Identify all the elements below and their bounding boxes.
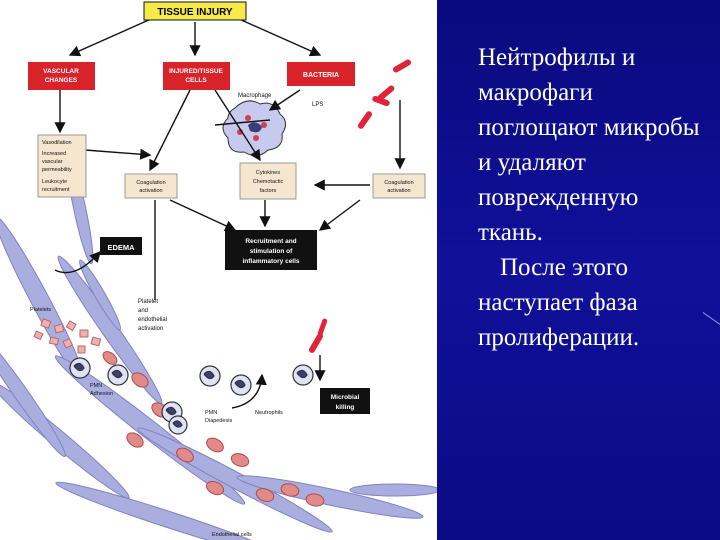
microbial-line-2: killing — [336, 404, 355, 411]
platelets — [33, 318, 102, 354]
svg-text:and: and — [138, 308, 148, 314]
recruit-line-1: Recruitment and — [245, 238, 296, 245]
vaso-line-6: recruitment — [42, 187, 70, 193]
endothelial-cells — [0, 155, 437, 540]
vascular-label-2: CHANGES — [45, 77, 78, 84]
pmn-adhesion-label: PMN Adhesion — [90, 383, 113, 397]
svg-text:Adhesion: Adhesion — [90, 391, 113, 397]
neutrophils-label: Neutrophils — [255, 410, 283, 416]
edema-label: EDEMA — [107, 243, 135, 252]
platelet-activation-label: Platelet and endothelial activation — [138, 299, 167, 332]
macrophage-label: Macrophage — [238, 93, 272, 99]
cyto-line-2: Chemotactic — [253, 179, 284, 185]
injured-cells-box: INJURED/TISSUE CELLS — [163, 62, 230, 90]
diagram-svg: TISSUE INJURY VASCULAR CHANGES INJURED/T… — [0, 1, 437, 540]
svg-text:PMN: PMN — [90, 383, 102, 389]
caption-text: Нейтрофилы и макрофаги поглощают микробы… — [478, 40, 708, 355]
arrows — [54, 14, 406, 409]
svg-text:PMN: PMN — [205, 410, 217, 416]
red-blood-cells — [102, 351, 325, 507]
recruit-line-2: stimulation of — [250, 248, 293, 255]
vascular-changes-box: VASCULAR CHANGES — [28, 62, 95, 90]
vasodilation-box: Vasodilation Increased vascular permeabi… — [37, 134, 87, 198]
neutrophils — [69, 357, 314, 435]
vaso-line-2: Increased — [42, 151, 66, 157]
platelets-label: Platelets — [30, 307, 51, 313]
lps-label: LPS — [312, 102, 323, 108]
svg-text:Diapedesis: Diapedesis — [205, 418, 232, 424]
macrophage — [222, 100, 286, 156]
svg-text:Platelet: Platelet — [138, 299, 158, 305]
cyto-line-1: Cytokines — [256, 170, 280, 176]
bacteria-icon — [309, 59, 412, 353]
caption-paragraph-1: Нейтрофилы и макрофаги поглощают микробы… — [478, 44, 700, 246]
injured-label-2: CELLS — [185, 77, 207, 84]
vascular-label-1: VASCULAR — [43, 68, 79, 75]
vaso-line-1: Vasodilation — [42, 140, 72, 146]
inflammation-diagram: TISSUE INJURY VASCULAR CHANGES INJURED/T… — [0, 0, 437, 540]
edema-box: EDEMA — [100, 237, 142, 255]
coag-right-line-1: Coagulation — [384, 180, 413, 186]
microbial-killing-box: Microbial killing — [320, 388, 370, 414]
vaso-line-5: Leukocyte — [42, 179, 67, 185]
coagulation-right-box: Coagulation activation — [372, 173, 426, 199]
bacteria-box: BACTERIA — [287, 62, 355, 86]
cytokines-box: Cytokines Chemotactic factors — [239, 162, 297, 200]
coag-left-line-2: activation — [139, 188, 162, 194]
svg-text:endothelial: endothelial — [138, 317, 167, 323]
recruitment-box: Recruitment and stimulation of inflammat… — [225, 230, 317, 270]
injured-label-1: INJURED/TISSUE — [169, 68, 223, 75]
vaso-line-4: permeability — [42, 167, 72, 173]
pmn-diapedesis-label: PMN Diapedesis — [205, 410, 232, 424]
recruit-line-3: inflammatory cells — [242, 258, 299, 265]
vaso-line-3: vascular — [42, 159, 63, 165]
coagulation-left-box: Coagulation activation — [124, 173, 178, 199]
caption-paragraph-2: После этого наступает фаза пролиферации. — [478, 254, 640, 351]
cyto-line-3: factors — [260, 188, 277, 194]
coag-left-line-1: Coagulation — [136, 180, 165, 186]
microbial-line-1: Microbial — [331, 394, 360, 401]
endothelial-cells-label: Endothelial cells — [212, 532, 252, 538]
tissue-injury-label: TISSUE INJURY — [157, 7, 233, 18]
coag-right-line-2: activation — [387, 188, 410, 194]
bacteria-label: BACTERIA — [303, 72, 339, 79]
tissue-injury-box: TISSUE INJURY — [143, 1, 247, 21]
svg-text:activation: activation — [138, 326, 163, 332]
